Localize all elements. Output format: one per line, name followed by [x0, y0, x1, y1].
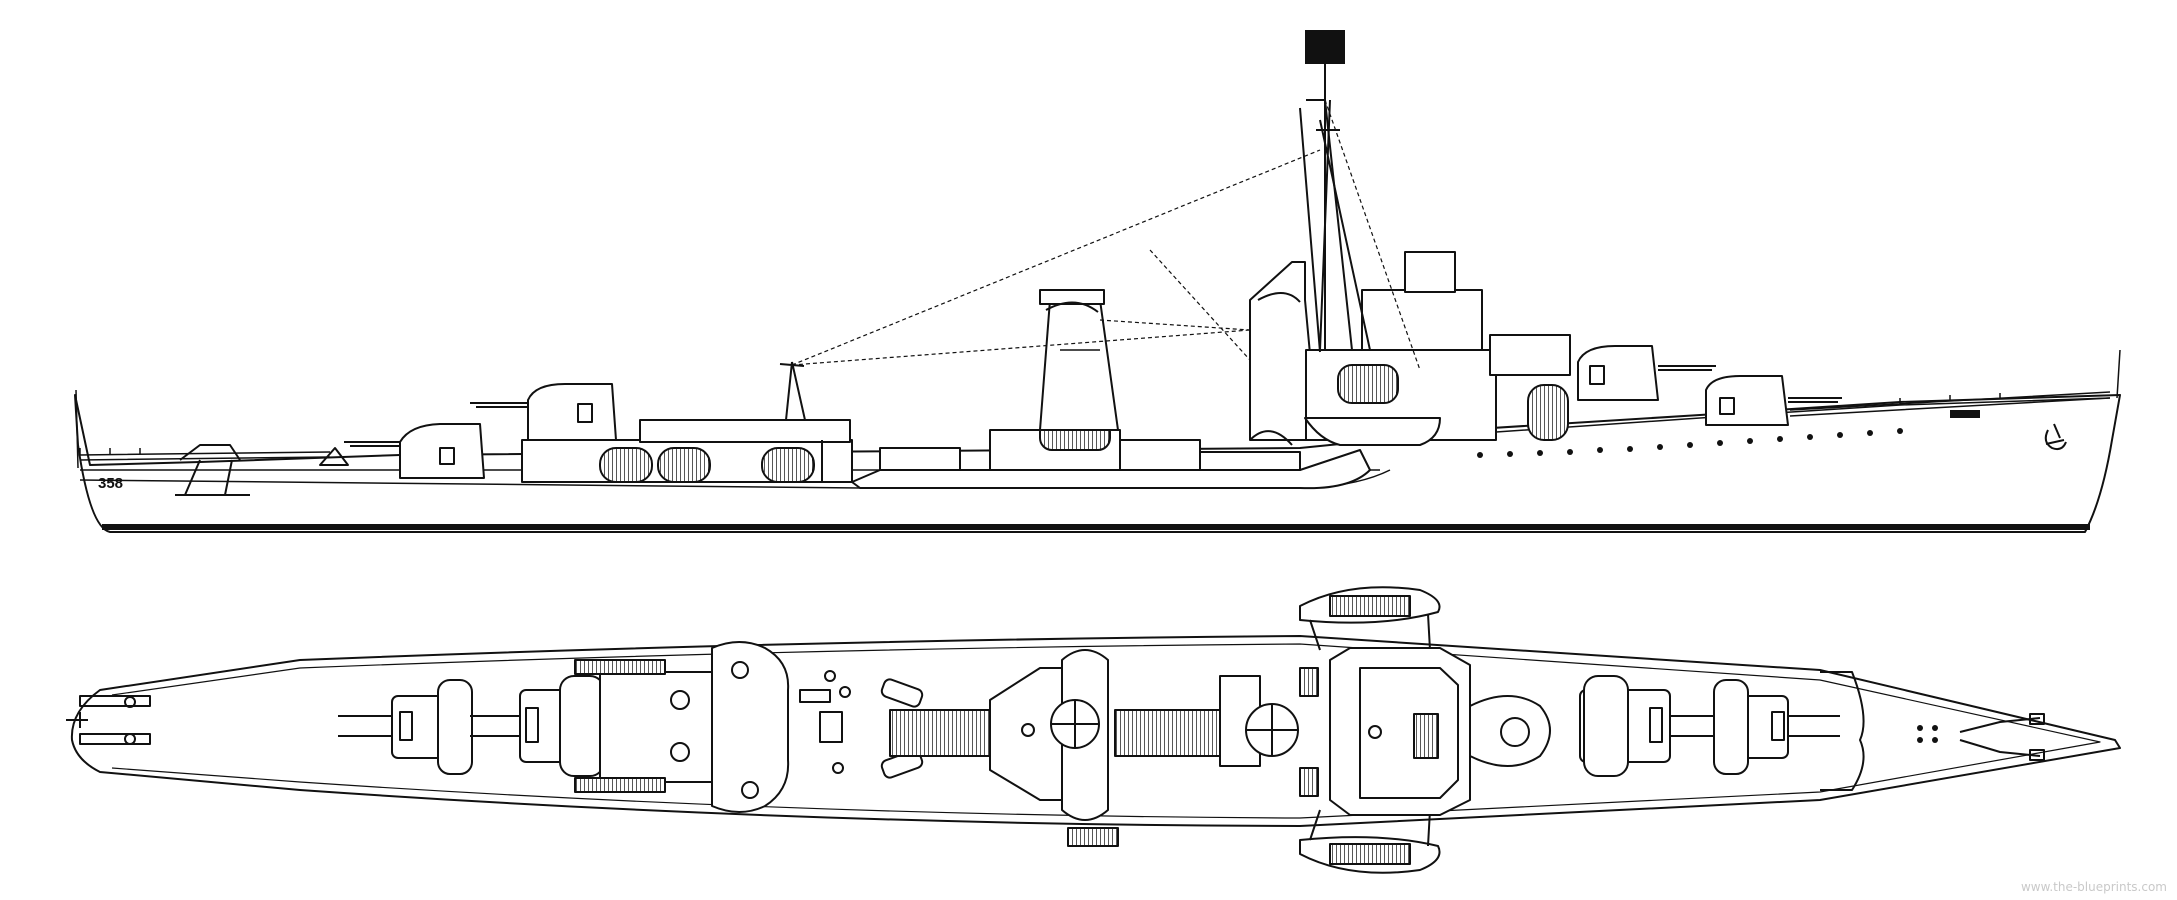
bow-fittings-plan	[1917, 713, 2045, 761]
deck-edge-plan	[111, 643, 2101, 819]
side-profile-view: 358	[74, 30, 2121, 533]
bridge-structure	[1304, 251, 1571, 446]
stern-depth-charge-rails	[66, 695, 151, 745]
rigging	[791, 99, 1421, 371]
main-mast	[1299, 30, 1371, 353]
funnel-plan-aft	[1219, 675, 1299, 767]
aft-deckhouse-plan	[574, 641, 851, 813]
portholes	[1477, 428, 1903, 458]
gun-turret-fwd-low	[1705, 375, 1842, 426]
bow-stem	[2116, 349, 2121, 399]
aft-deckhouse	[521, 419, 853, 483]
gun-mount-plan-aft-2	[470, 675, 611, 777]
top-plan-view	[66, 586, 2121, 874]
lifeboat-port	[1299, 586, 1441, 651]
gun-mount-plan-aft-1	[338, 679, 473, 775]
stern-post	[75, 389, 79, 469]
gun-turret-aft-high	[470, 383, 617, 441]
depth-charge-rack	[175, 444, 250, 496]
anchor-icon	[2044, 423, 2067, 451]
torpedo-mounts-plan	[880, 678, 1226, 779]
hull-number-label: 358	[98, 475, 123, 492]
after-mast	[779, 361, 806, 421]
breakwater-plan	[1820, 671, 1865, 791]
bridge-plan	[1299, 647, 1551, 816]
gun-mount-plan-fwd-1	[1579, 675, 1722, 777]
gun-turret-aft-low	[344, 423, 485, 479]
gun-turret-fwd-high	[1577, 345, 1716, 401]
midship-torpedo-area	[851, 419, 1371, 490]
stern-fitting	[319, 447, 349, 466]
stern-rail	[79, 448, 331, 461]
midship-deckhouse-plan	[989, 649, 1119, 847]
gun-mount-plan-fwd-2	[1713, 679, 1840, 775]
watermark: www.the-blueprints.com	[2020, 880, 2167, 894]
lifeboat-starboard	[1299, 809, 1441, 874]
forward-rail	[1789, 391, 2111, 417]
bow-fitting	[1950, 410, 1980, 418]
aft-funnel	[1039, 289, 1119, 431]
